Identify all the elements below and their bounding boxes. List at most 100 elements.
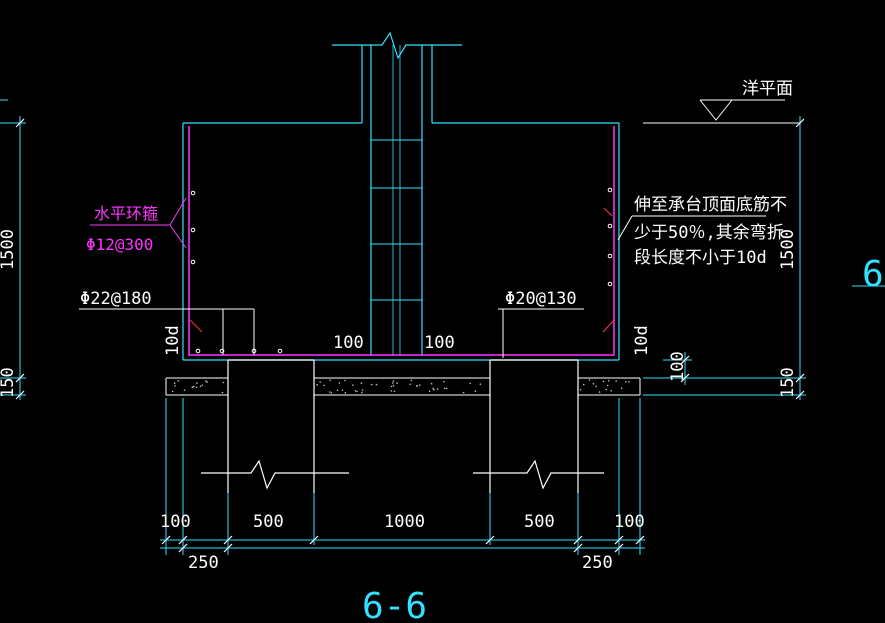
hatch-dot xyxy=(433,388,435,391)
hatch-dot xyxy=(392,380,395,383)
rebar-dot xyxy=(607,281,613,287)
rebar-dot xyxy=(607,223,613,229)
hatch-dot xyxy=(443,387,446,390)
note-line-1: 伸至承台顶面底筋不 xyxy=(634,195,787,215)
rebar-dot xyxy=(195,348,201,354)
dim-tick xyxy=(795,373,805,383)
hatch-dot xyxy=(392,384,395,387)
hatch-dot xyxy=(196,382,198,384)
hatch-dot xyxy=(579,389,582,391)
right-bottom-bar-spec: Φ20@130 xyxy=(505,289,577,309)
hatch-dot xyxy=(410,379,413,382)
dim-height-left: 1500 xyxy=(0,229,18,270)
rebar-dot xyxy=(190,227,196,233)
hatch-dot xyxy=(174,385,176,387)
column-stirrups xyxy=(371,139,422,301)
hatch-dot xyxy=(329,379,331,382)
dim-tick xyxy=(795,118,805,128)
rebar-dot xyxy=(607,253,613,259)
hatch-dot xyxy=(183,389,186,392)
dim-tick xyxy=(15,390,25,400)
dim-tick xyxy=(573,535,583,545)
dim-tick xyxy=(223,535,233,545)
hatch-dot xyxy=(201,384,203,387)
hatch-dot xyxy=(432,387,434,390)
rebar-dot xyxy=(607,187,613,193)
hatch-dot xyxy=(177,379,179,382)
horizontal-hoop-spec: Φ12@300 xyxy=(86,235,153,254)
hatch-dot xyxy=(192,385,195,388)
hatch-dot xyxy=(625,381,627,383)
hatch-dot xyxy=(328,391,331,393)
hatch-dot xyxy=(323,384,326,387)
hatch-dot xyxy=(393,390,396,393)
hatch-dot xyxy=(445,387,448,390)
hook-leaders xyxy=(189,207,615,333)
hatch-dot xyxy=(606,384,609,387)
hatch-dot xyxy=(610,390,612,392)
hatch-dot xyxy=(588,379,591,381)
cap-rebar xyxy=(188,126,615,356)
dim-inner-100-right: 100 xyxy=(424,333,455,353)
pile-cap-outline xyxy=(182,122,620,361)
rebar-dot xyxy=(277,348,283,354)
hatch-dot xyxy=(469,382,472,385)
hatch-dot xyxy=(428,390,431,393)
dim-tick xyxy=(485,535,495,545)
dim-bottom-1: 100 xyxy=(160,512,191,532)
hatch-dot xyxy=(620,387,623,390)
hatch-dot xyxy=(199,385,202,388)
dim-embed-100: 100 xyxy=(668,351,688,382)
dim-tick xyxy=(15,118,25,128)
rebar-dot xyxy=(190,190,196,196)
hatch-dot xyxy=(338,382,341,384)
dim-bottom-2: 500 xyxy=(253,512,284,532)
annotation-leaders xyxy=(79,99,800,358)
dim-tick xyxy=(680,373,690,383)
rebar-dot xyxy=(190,259,196,265)
hatch-dot xyxy=(191,386,194,389)
adjacent-section-label: 6 xyxy=(862,254,884,295)
hatch-dot xyxy=(607,379,610,382)
hatch-dot xyxy=(443,380,445,383)
hatch-dot xyxy=(370,383,373,386)
dim-height-right: 1500 xyxy=(778,229,798,270)
note-line-2: 少于50％,其余弯折 xyxy=(634,223,784,243)
hatch-dot xyxy=(354,390,357,392)
hatch-dot xyxy=(462,391,465,394)
hatch-dot xyxy=(409,383,411,386)
section-title: 6-6 xyxy=(362,586,427,623)
dim-tick xyxy=(223,543,233,553)
dim-bottom-5: 100 xyxy=(614,512,645,532)
left-bottom-bar-spec: Φ22@180 xyxy=(80,289,152,309)
hatch-dot xyxy=(319,381,322,383)
hatch-dot xyxy=(595,385,597,388)
hatch-dot xyxy=(474,390,477,393)
hatch-dot xyxy=(582,383,585,386)
dim-cushion-left: 150 xyxy=(0,367,18,398)
note-line-3: 段长度不小于10d xyxy=(634,248,767,268)
dim-tick xyxy=(309,535,319,545)
dim-cushion-right: 150 xyxy=(778,367,798,398)
hatch-dot xyxy=(195,386,198,389)
rebar-dot xyxy=(219,348,225,354)
hatch-dot xyxy=(352,384,354,386)
hatch-dot xyxy=(206,381,208,383)
dim-hook-right: 10d xyxy=(632,325,652,356)
hatch-dot xyxy=(390,390,393,392)
hatch-dot xyxy=(205,380,207,382)
hatch-dot xyxy=(592,383,595,385)
hatch-dot xyxy=(375,383,378,386)
hatch-dot xyxy=(356,390,358,393)
dim-lower-right: 250 xyxy=(582,553,613,573)
dim-tick xyxy=(178,543,188,553)
hatch-dot xyxy=(602,380,605,383)
hatch-dot xyxy=(391,382,394,384)
hatch-dot xyxy=(360,382,363,384)
cushion-hatch-dots xyxy=(171,379,630,394)
hatch-dot xyxy=(361,389,364,391)
dim-tick xyxy=(161,535,171,545)
hatch-dot xyxy=(330,392,333,394)
hatch-dot xyxy=(479,383,482,386)
